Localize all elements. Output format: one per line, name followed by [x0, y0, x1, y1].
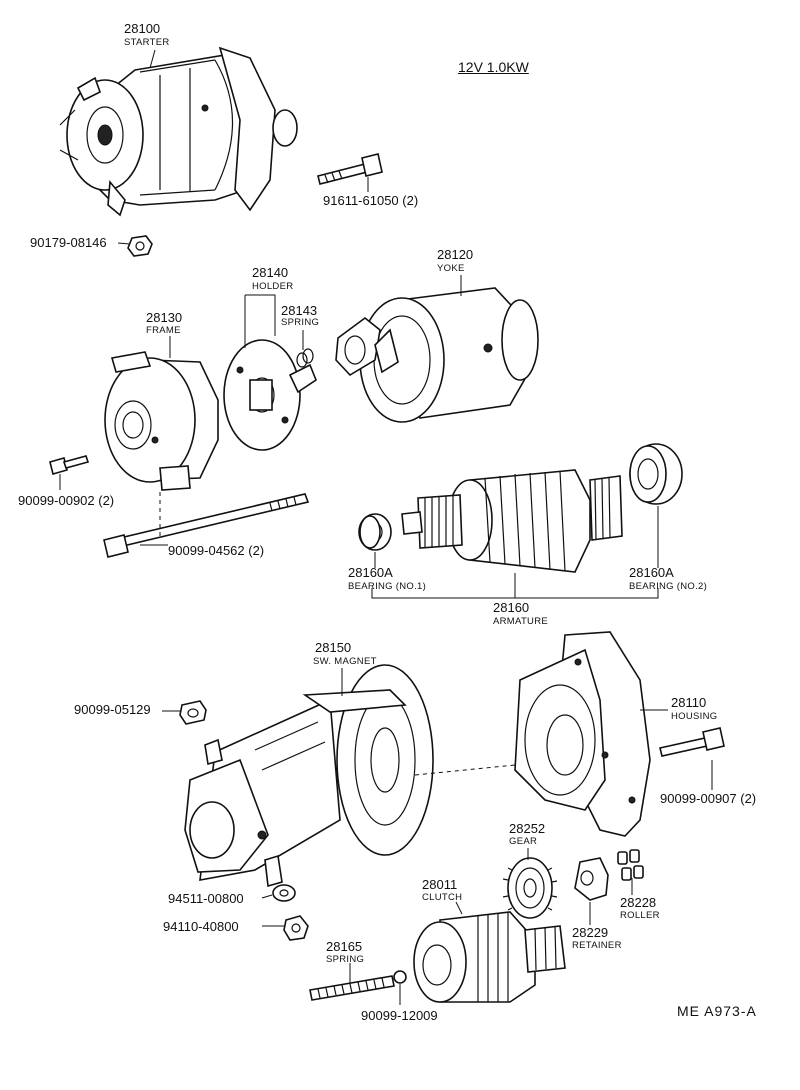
ball-90099-12009-illustration — [393, 970, 407, 984]
part-28100-number: 28100 — [124, 21, 161, 36]
part-28120-number: 28120 — [437, 247, 474, 262]
switch-magnet-28150-illustration — [184, 664, 434, 888]
part-28143-name: SPRING — [281, 317, 320, 328]
part-28165-name: SPRING — [326, 954, 365, 965]
part-90099-12009-number: 90099-12009 — [361, 1008, 438, 1023]
yoke-28120-illustration — [335, 287, 539, 423]
part-28130-name: FRAME — [146, 325, 181, 336]
nut-90099-05129-illustration — [179, 700, 207, 725]
part-28140-number: 28140 — [252, 265, 289, 280]
part-90099-00902-number: 90099-00902 (2) — [18, 493, 115, 508]
part-28160-number: 28160 — [493, 600, 530, 615]
part-28160-name: ARMATURE — [493, 616, 549, 627]
part-28150-number: 28150 — [315, 640, 352, 655]
part-28160A-no2-number: 28160A — [629, 565, 674, 580]
clutch-28011-illustration — [413, 911, 566, 1003]
part-28100-name: STARTER — [124, 37, 170, 48]
part-28150-name: SW. MAGNET — [313, 656, 377, 667]
part-28140-name: HOLDER — [252, 281, 294, 292]
part-28160A-no2-name: BEARING (NO.2) — [629, 581, 708, 592]
nut-90179-illustration — [127, 235, 153, 257]
part-28165-number: 28165 — [326, 939, 363, 954]
part-94110-number: 94110-40800 — [163, 919, 239, 934]
part-90099-00907-number: 90099-00907 (2) — [660, 791, 757, 806]
part-28110-number: 28110 — [671, 695, 707, 710]
part-28252-name: GEAR — [509, 836, 538, 847]
bearing-28160A-no2-illustration — [629, 443, 683, 505]
part-28252-number: 28252 — [509, 821, 546, 836]
gear-28252-illustration — [502, 857, 558, 919]
part-28228-name: ROLLER — [620, 910, 660, 921]
bolt-90099-04562-illustration — [103, 493, 310, 558]
spring-28165-illustration — [309, 975, 395, 1001]
holder-28140-illustration — [223, 339, 317, 451]
housing-28110-illustration — [514, 631, 651, 837]
bearing-28160A-no1-illustration — [358, 513, 392, 551]
frame-28130-illustration — [104, 351, 219, 491]
nut-94110-illustration — [283, 915, 309, 941]
part-94511-number: 94511-00800 — [168, 891, 244, 906]
roller-28228-illustration — [617, 849, 644, 881]
part-28229-name: RETAINER — [572, 940, 622, 951]
part-91611-number: 91611-61050 (2) — [323, 193, 419, 208]
starter-assembly-illustration — [59, 46, 298, 217]
part-28228-number: 28228 — [620, 895, 657, 910]
part-90099-04562-number: 90099-04562 (2) — [168, 543, 265, 558]
armature-leader-lines — [374, 506, 659, 598]
part-28229-number: 28229 — [572, 925, 609, 940]
part-28130-number: 28130 — [146, 310, 183, 325]
spring-28143-illustration — [296, 348, 314, 368]
housing-guide-line — [414, 764, 516, 776]
bolt-90099-00902-illustration — [49, 455, 90, 475]
part-28160A-no1-number: 28160A — [348, 565, 393, 580]
part-28120-name: YOKE — [437, 263, 465, 274]
part-90179-number: 90179-08146 — [30, 235, 107, 250]
part-90099-05129-number: 90099-05129 — [74, 702, 151, 717]
armature-28160-illustration — [401, 469, 623, 573]
part-28143-number: 28143 — [281, 303, 318, 318]
part-28110-name: HOUSING — [671, 711, 718, 722]
part-28011-number: 28011 — [422, 877, 458, 892]
washer-94511-illustration — [272, 884, 296, 902]
retainer-28229-illustration — [574, 857, 609, 901]
part-28160A-no1-name: BEARING (NO.1) — [348, 581, 427, 592]
leader-lines — [59, 49, 713, 1005]
part-28011-name: CLUTCH — [422, 892, 463, 903]
diagram-reference-code: ME A973-A — [677, 1003, 757, 1019]
bolt-90099-00907-illustration — [659, 727, 725, 757]
voltage-rating-label: 12V 1.0KW — [458, 59, 529, 75]
bolt-91611-illustration — [317, 153, 383, 185]
